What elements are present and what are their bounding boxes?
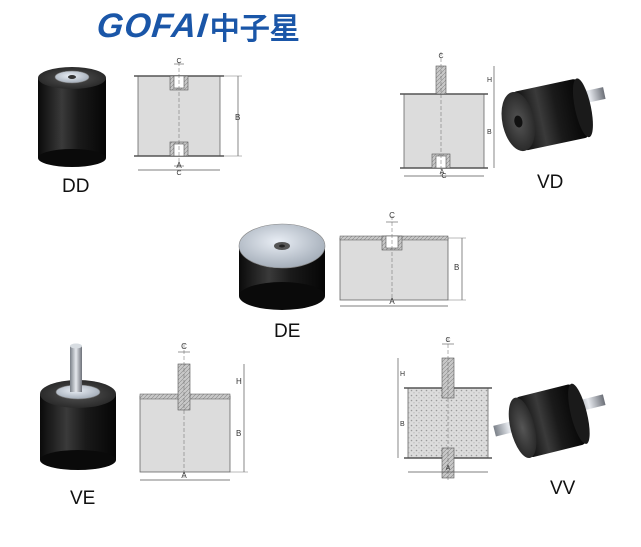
- vv-drawing: C H B A: [397, 337, 492, 480]
- vd-dim-h: H: [487, 77, 492, 84]
- vv-dim-h: H: [400, 371, 405, 378]
- de-product-photo: [238, 223, 326, 310]
- vd-dim-a: A: [440, 169, 445, 176]
- vd-product-photo: [501, 78, 606, 152]
- vd-dim-c-top: C: [438, 53, 443, 60]
- vd-drawing: C C H B A: [400, 52, 495, 180]
- ve-dim-h: H: [236, 377, 242, 386]
- de-dim-c: C: [389, 211, 395, 220]
- dd-dim-a: A: [176, 161, 182, 170]
- vv-product-photo: [493, 383, 606, 459]
- ve-drawing: C H B A: [139, 342, 248, 481]
- dd-product-photo: [38, 67, 106, 167]
- brand-logo: GOFAI 中子星: [95, 6, 300, 48]
- vv-dim-a: A: [446, 465, 451, 472]
- dd-dim-b: B: [235, 113, 240, 122]
- dd-dim-c-top: C: [176, 58, 181, 65]
- de-type-label: DE: [274, 321, 301, 342]
- de-dim-a: A: [389, 297, 395, 306]
- vd-dim-b: B: [487, 129, 492, 136]
- dd-type-label: DD: [62, 176, 90, 197]
- ve-product-photo: [40, 343, 116, 470]
- brand-wordmark: GOFAI: [95, 6, 210, 45]
- vd-dim-c-bottom: C: [441, 173, 446, 180]
- vd-type-label: VD: [537, 172, 564, 193]
- ve-type-label: VE: [70, 488, 96, 509]
- dd-drawing: C C B A: [134, 58, 242, 177]
- ve-dim-b: B: [236, 429, 241, 438]
- brand-cjk-name: 中子星: [209, 12, 300, 47]
- dd-dim-c-bottom: C: [176, 170, 181, 177]
- vv-type-label: VV: [550, 478, 576, 499]
- ve-dim-c: C: [181, 342, 187, 351]
- de-drawing: C B A: [339, 211, 466, 307]
- de-dim-b: B: [454, 263, 459, 272]
- vv-dim-c: C: [445, 337, 450, 344]
- vv-dim-b: B: [400, 421, 405, 428]
- ve-dim-a: A: [181, 471, 187, 480]
